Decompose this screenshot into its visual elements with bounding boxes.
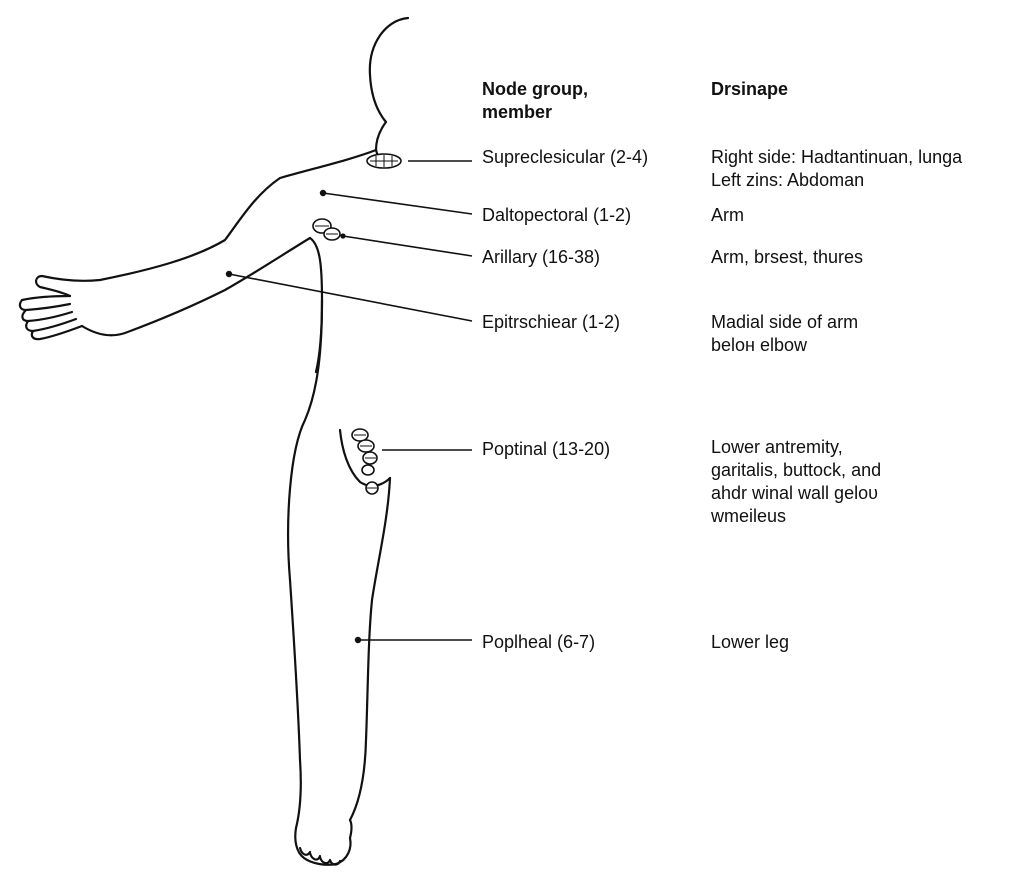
header-drainage: Drsinape — [711, 79, 789, 99]
torso-outline — [287, 236, 324, 830]
axillary-node-cluster — [312, 218, 341, 241]
leader-line-deltopectoral — [322, 192, 473, 215]
leader-line-axillary — [342, 235, 473, 257]
leader-line-epitrochlear — [228, 273, 473, 322]
drainage-inguinal: Lower antremity, garitalis, buttock, and… — [711, 437, 882, 526]
drainage-axillary: Arm, brsest, thures — [711, 247, 864, 267]
node-label-popliteal: Poplheal (6-7) — [482, 632, 596, 652]
supraclavicular-node-cluster — [366, 153, 402, 169]
arm-lower-outline — [80, 236, 312, 337]
groin-outline — [338, 428, 392, 487]
node-label-epitrochlear: Epitrschiear (1-2) — [482, 312, 621, 332]
drainage-deltopectoral: Arm — [711, 205, 744, 225]
hand-fingers-outline — [18, 294, 84, 341]
arm-upper-outline — [35, 148, 378, 298]
toes-outline — [298, 846, 342, 866]
inner-leg-outline — [348, 476, 392, 822]
header-node-group: Node group, member — [482, 79, 588, 122]
inguinal-node-cluster — [351, 428, 379, 495]
node-label-axillary: Arillary (16-38) — [482, 247, 601, 267]
head-outline — [368, 16, 410, 152]
drainage-supraclavicular: Right side: Hadtantinuan, lunga Left zin… — [711, 147, 963, 190]
foot-outline — [294, 818, 353, 866]
node-label-inguinal: Poptinal (13-20) — [482, 439, 611, 459]
node-label-deltopectoral: Daltopectoral (1-2) — [482, 205, 632, 225]
node-label-supraclavicular: Supreclesicular (2-4) — [482, 147, 649, 167]
drainage-epitrochlear: Madial side of arm beloн elbow — [711, 312, 859, 355]
drainage-popliteal: Lower leg — [711, 632, 790, 652]
torso-inner-outline — [314, 298, 324, 374]
